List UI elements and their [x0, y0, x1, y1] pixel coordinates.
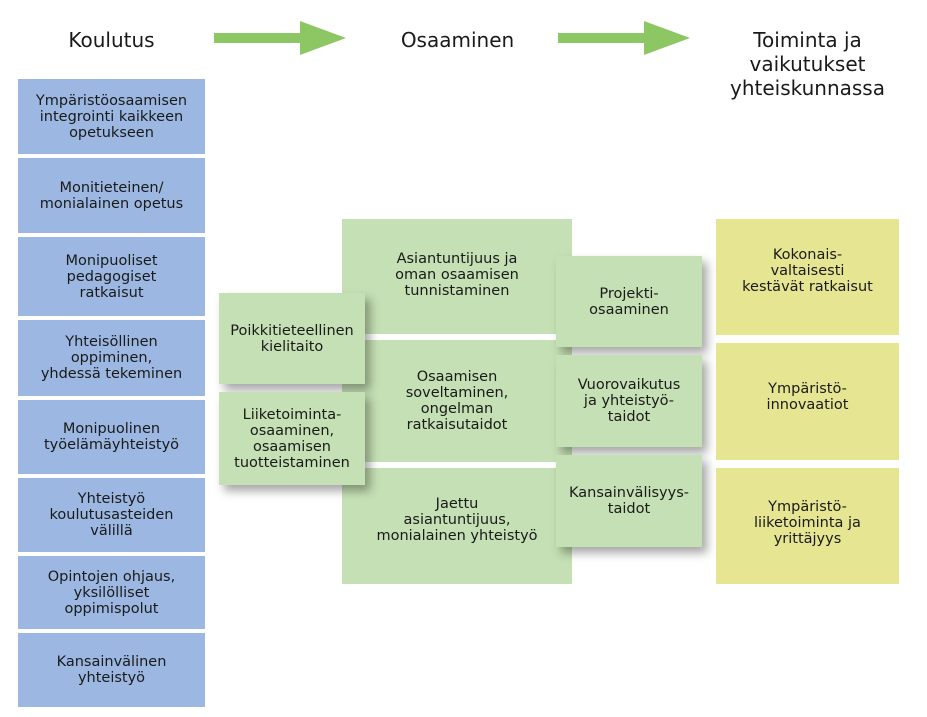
- header-toiminta: Toiminta ja vaikutukset yhteiskunnassa: [730, 28, 885, 100]
- education-box: Monitieteinen/ monialainen opetus: [18, 158, 205, 233]
- competence-box: Kansainvälisyys- taidot: [556, 455, 702, 547]
- competence-box: Vuorovaikutus ja yhteistyö- taidot: [556, 355, 702, 447]
- education-box: Kansainvälinen yhteistyö: [18, 633, 205, 707]
- education-box: Ympäristöosaamisen integrointi kaikkeen …: [18, 79, 205, 154]
- education-box: Yhteistyö koulutusasteiden välillä: [18, 478, 205, 552]
- education-box: Yhteisöllinen oppiminen, yhdessä tekemin…: [18, 320, 205, 396]
- competence-box: Asiantuntijuus ja oman osaamisen tunnist…: [342, 219, 572, 334]
- competence-box: Osaamisen soveltaminen, ongelman ratkais…: [342, 340, 572, 462]
- impact-box: Kokonais- valtaisesti kestävät ratkaisut: [716, 219, 899, 335]
- education-box: Opintojen ohjaus, yksilölliset oppimispo…: [18, 556, 205, 629]
- header-osaaminen: Osaaminen: [400, 28, 515, 52]
- arrow-right-icon: [214, 21, 346, 55]
- header-koulutus: Koulutus: [68, 28, 155, 52]
- impact-box: Ympäristö- innovaatiot: [716, 343, 899, 460]
- arrow-right-icon: [558, 21, 690, 55]
- impact-box: Ympäristö- liiketoiminta ja yrittäjyys: [716, 468, 899, 584]
- competence-box: Poikkitieteellinen kielitaito: [219, 293, 365, 384]
- education-box: Monipuolinen työelämäyhteistyö: [18, 400, 205, 474]
- competence-box: Jaettu asiantuntijuus, monialainen yhtei…: [342, 468, 572, 584]
- education-box: Monipuoliset pedagogiset ratkaisut: [18, 237, 205, 316]
- competence-box: Projekti- osaaminen: [556, 256, 702, 347]
- competence-box: Liiketoiminta- osaaminen, osaamisen tuot…: [219, 392, 365, 485]
